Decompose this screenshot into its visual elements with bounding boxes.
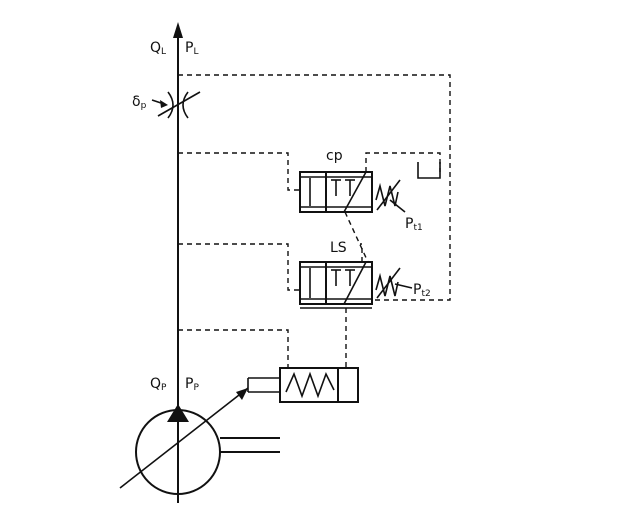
variable-pump-icon	[119, 387, 280, 495]
link-cp-ls	[344, 211, 369, 263]
ls-valve	[299, 261, 401, 309]
label-qp: QP	[150, 376, 167, 393]
label-pt1: Pt1	[405, 216, 423, 233]
pilot-line-cp-right	[365, 152, 441, 172]
label-pp: PP	[185, 376, 199, 393]
label-pl: PL	[185, 40, 198, 57]
pilot-line-ls-right	[360, 243, 363, 262]
label-ql: QL	[150, 40, 166, 57]
label-pt2: Pt2	[413, 282, 431, 299]
tank-icon	[417, 162, 441, 179]
label-delta-p: δp	[132, 94, 147, 111]
label-cp: cp	[326, 148, 343, 164]
spring-pointer-cp	[389, 199, 406, 213]
label-ls: LS	[330, 240, 347, 256]
pilot-line-ls	[178, 243, 300, 291]
arrow-up-icon	[173, 22, 183, 38]
variable-orifice-icon	[151, 91, 201, 119]
cp-valve	[299, 171, 401, 213]
displacement-actuator	[247, 367, 359, 403]
spring-pointer-ls	[394, 283, 413, 289]
outer-pilot-line	[178, 74, 451, 301]
pilot-line-cp	[178, 152, 300, 191]
pilot-line-actuator-left	[178, 329, 289, 368]
